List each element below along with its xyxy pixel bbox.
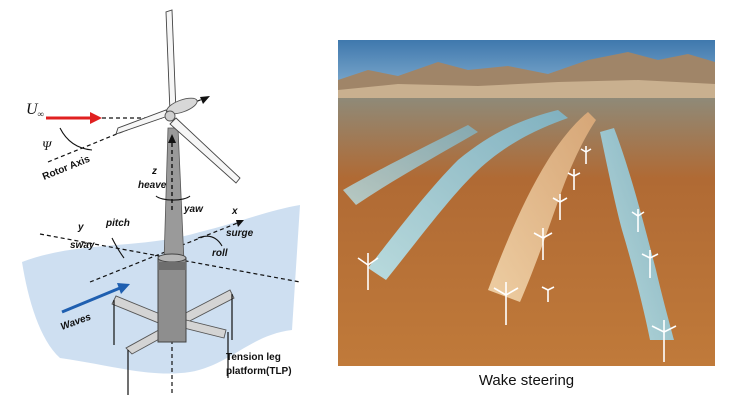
floating-turbine-diagram: U∞ Ψ Rotor Axis z heave yaw x surge roll… <box>22 9 301 395</box>
turbine-8 <box>641 250 659 278</box>
wake-left <box>368 110 568 280</box>
wake-center <box>488 112 596 302</box>
turbine-3 <box>533 228 553 260</box>
platform-column <box>157 257 187 343</box>
pitch-rotation-arrow <box>111 237 125 259</box>
sway-label: sway <box>70 240 95 251</box>
psi-label: Ψ <box>42 138 53 153</box>
rotor-axis-arrowhead <box>200 96 210 104</box>
sway-axis-label: y <box>77 222 84 233</box>
turbine-5 <box>567 169 581 190</box>
blade-left <box>115 109 169 135</box>
psi-angle-arc <box>59 127 93 151</box>
blade-lower-right <box>169 117 241 184</box>
nacelle <box>166 97 198 115</box>
wave-arrow <box>61 286 121 314</box>
tower <box>163 127 185 263</box>
wake-steering-image <box>338 40 715 366</box>
turbine-6 <box>580 146 592 164</box>
wind-label: U∞ <box>26 101 44 119</box>
blade-up <box>165 9 177 113</box>
roll-rotation-arrow <box>197 235 223 247</box>
wake-right <box>600 128 674 340</box>
surge-label: surge <box>226 228 254 239</box>
wake-left-2 <box>343 125 478 205</box>
platform-label-line2: platform(TLP) <box>226 366 292 377</box>
yaw-label: yaw <box>183 204 204 215</box>
turbine-9 <box>631 209 645 232</box>
rotor-axis-label: Rotor Axis <box>41 154 92 183</box>
turbine-2 <box>493 282 519 325</box>
roll-label: roll <box>212 248 228 259</box>
turbine-1 <box>357 253 379 290</box>
platform-label-line1: Tension leg <box>226 352 281 363</box>
sway-axis-line <box>39 233 301 283</box>
yaw-rotation-arrow <box>155 195 191 201</box>
hub <box>164 110 176 122</box>
heave-axis-label: z <box>151 166 157 177</box>
pitch-label: pitch <box>105 218 130 229</box>
turbine-7 <box>651 320 677 362</box>
turbine-4 <box>552 194 568 220</box>
turbine-10 <box>541 286 555 302</box>
image-caption: Wake steering <box>478 372 575 389</box>
heave-label: heave <box>138 180 167 191</box>
surge-axis-label: x <box>231 206 238 217</box>
surge-arrowhead <box>236 220 244 227</box>
